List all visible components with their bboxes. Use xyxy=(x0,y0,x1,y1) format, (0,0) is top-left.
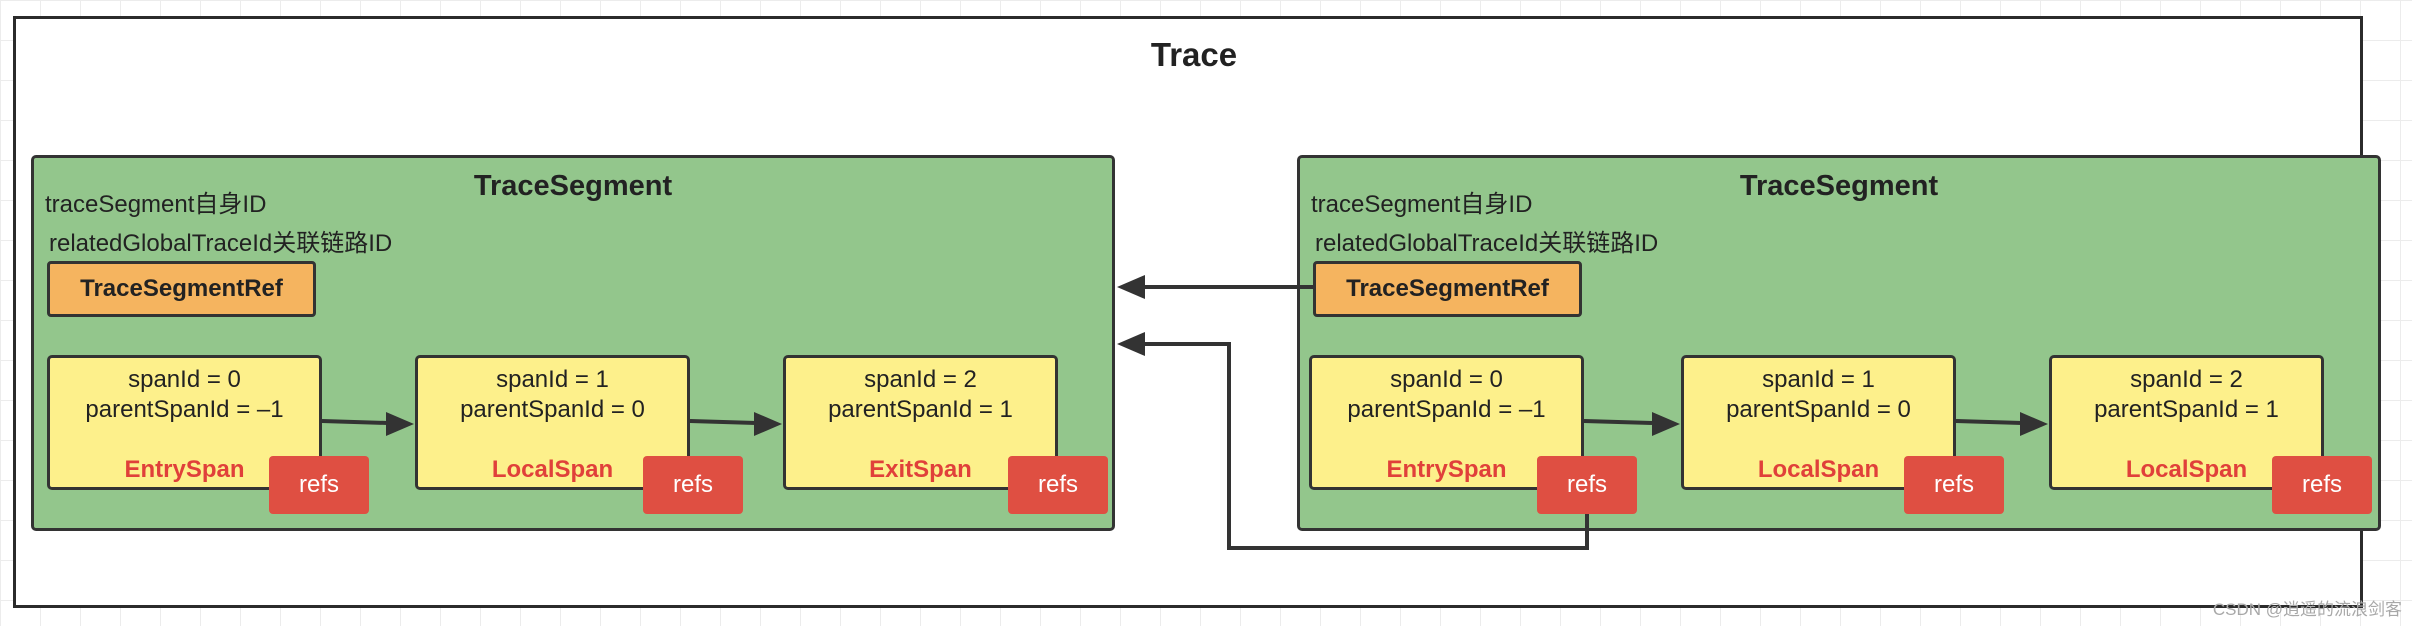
span-kind: LocalSpan xyxy=(2125,456,2248,483)
related-trace-id-label: relatedGlobalTraceId关联链路ID xyxy=(1315,230,1659,257)
arrow-refs-link xyxy=(1145,342,1589,550)
parent-span-id: parentSpanId = –1 xyxy=(1347,396,1546,423)
watermark: CSDN @逍遥的流浪剑客 xyxy=(2212,600,2402,619)
refs-badge: refs xyxy=(269,456,369,514)
trace-title: Trace xyxy=(1150,36,1238,73)
refs-badge: refs xyxy=(1537,456,1637,514)
trace-segment-ref: TraceSegmentRef xyxy=(1313,261,1582,317)
arrow-entry-to-local-left xyxy=(321,419,389,425)
parent-span-id: parentSpanId = 1 xyxy=(828,396,1013,423)
span-id: spanId = 0 xyxy=(1390,366,1503,393)
span-kind: EntrySpan xyxy=(1386,456,1507,483)
segment-id-label: traceSegment自身ID xyxy=(1311,191,1533,218)
related-trace-id-label: relatedGlobalTraceId关联链路ID xyxy=(49,230,393,257)
arrow-local-to-exit-left xyxy=(689,419,757,425)
span-kind: LocalSpan xyxy=(1757,456,1880,483)
parent-span-id: parentSpanId = –1 xyxy=(85,396,284,423)
parent-span-id: parentSpanId = 0 xyxy=(460,396,645,423)
span-local: spanId = 1 parentSpanId = 0 LocalSpan xyxy=(415,355,690,490)
arrow-local-to-local-right xyxy=(1955,419,2023,425)
segment-title: TraceSegment xyxy=(1739,170,1939,202)
trace-segment-ref: TraceSegmentRef xyxy=(47,261,316,317)
arrowhead-icon xyxy=(386,412,414,436)
refs-badge: refs xyxy=(643,456,743,514)
span-local: spanId = 1 parentSpanId = 0 LocalSpan xyxy=(1681,355,1956,490)
refs-badge: refs xyxy=(1008,456,1108,514)
parent-span-id: parentSpanId = 1 xyxy=(2094,396,2279,423)
arrowhead-icon xyxy=(2020,412,2048,436)
span-id: spanId = 1 xyxy=(1762,366,1875,393)
span-id: spanId = 2 xyxy=(864,366,977,393)
segment-id-label: traceSegment自身ID xyxy=(45,191,267,218)
segment-title: TraceSegment xyxy=(473,170,673,202)
arrowhead-icon xyxy=(1117,275,1145,299)
span-id: spanId = 2 xyxy=(2130,366,2243,393)
arrowhead-icon xyxy=(1652,412,1680,436)
parent-span-id: parentSpanId = 0 xyxy=(1726,396,1911,423)
refs-badge: refs xyxy=(1904,456,2004,514)
span-id: spanId = 0 xyxy=(128,366,241,393)
arrow-entry-to-local-right xyxy=(1583,419,1655,425)
span-kind: ExitSpan xyxy=(869,456,972,483)
span-kind: LocalSpan xyxy=(491,456,614,483)
arrowhead-icon xyxy=(1117,332,1145,356)
refs-badge: refs xyxy=(2272,456,2372,514)
span-id: spanId = 1 xyxy=(496,366,609,393)
arrowhead-icon xyxy=(754,412,782,436)
span-kind: EntrySpan xyxy=(124,456,245,483)
